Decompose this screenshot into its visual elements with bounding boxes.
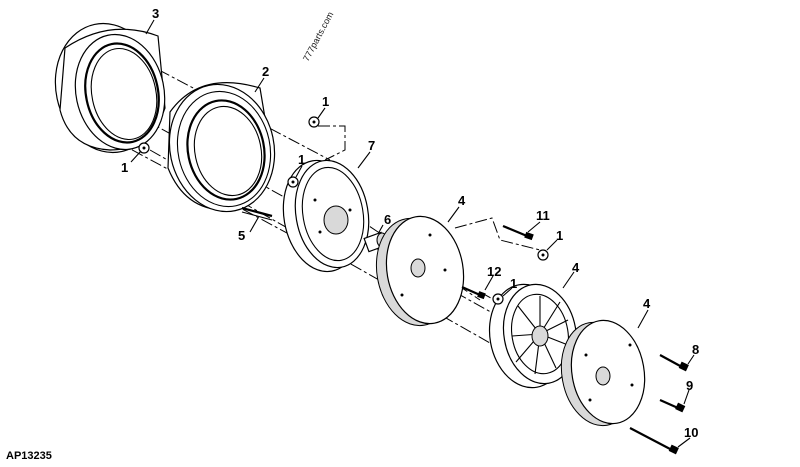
callout-11: 11 (536, 208, 550, 223)
nut-mid (287, 176, 299, 188)
part-5-pin (241, 206, 273, 221)
part-8-bolt (659, 354, 689, 372)
callout-5: 5 (238, 228, 245, 243)
callout-2: 2 (262, 64, 269, 79)
nut-right (537, 249, 549, 261)
callout-6: 6 (384, 212, 391, 227)
callout-4-lower: 4 (643, 296, 651, 311)
callout-4-middle: 4 (572, 260, 580, 275)
callout-1-mid: 1 (298, 152, 305, 167)
part-2-tire (167, 82, 276, 213)
callout-1-right: 1 (556, 228, 563, 243)
part-9-bolt (659, 398, 686, 413)
callout-7: 7 (368, 138, 375, 153)
part-12-bolt (461, 285, 486, 300)
figure-code: AP13235 (6, 450, 52, 462)
nut-low (492, 293, 504, 305)
callout-1-top: 1 (322, 94, 329, 109)
watermark-text: 777parts.com (301, 10, 335, 63)
leader-lines (130, 19, 695, 448)
part-3-outer-tire (54, 22, 166, 154)
part-4-spoked-wheel (488, 283, 578, 389)
callout-1-left: 1 (121, 160, 128, 175)
callout-3: 3 (152, 6, 159, 21)
part-7-rim-disc (282, 159, 370, 273)
nut-left (138, 142, 150, 154)
callout-9: 9 (686, 378, 693, 393)
callout-4-upper: 4 (458, 193, 466, 208)
callout-8: 8 (692, 342, 699, 357)
callout-10: 10 (684, 425, 698, 440)
part-1-nuts (138, 116, 549, 305)
callout-12: 12 (487, 264, 501, 279)
part-11-bolt (502, 224, 534, 241)
part-10-bolt (629, 427, 679, 455)
nut-top (308, 116, 320, 128)
part-4-disc-lower (560, 319, 646, 427)
callout-1-low: 1 (510, 276, 517, 291)
part-4-disc-upper (375, 215, 465, 327)
